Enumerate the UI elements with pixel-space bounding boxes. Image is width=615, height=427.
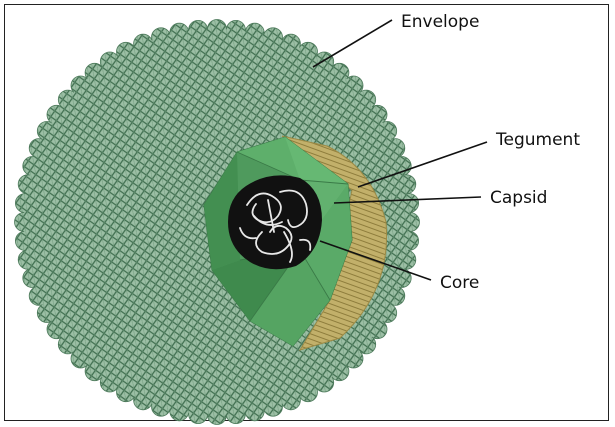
envelope-label: Envelope <box>401 12 479 32</box>
capsid-label: Capsid <box>490 188 547 208</box>
tegument-label: Tegument <box>495 130 580 150</box>
core-label: Core <box>440 273 479 293</box>
core <box>228 175 322 269</box>
envelope-leader <box>313 20 392 67</box>
